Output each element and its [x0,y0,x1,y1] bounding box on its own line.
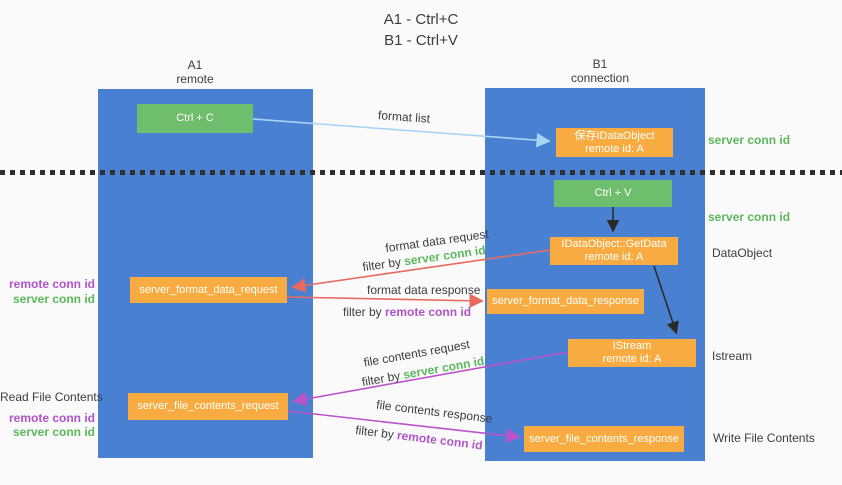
column-b-role: connection [570,71,630,85]
remote-conn-id-key: remote conn id [385,305,472,319]
node-file-response-label: server_file_contents_response [529,432,679,445]
node-format-response: server_format_data_response [487,289,644,314]
filter-by-text: filter by [360,368,405,390]
node-format-response-label: server_format_data_response [492,295,639,307]
column-a-name: A1 [187,58,203,72]
node-getdata-line1: IDataObject::GetData [561,238,667,250]
filter-by-text: filter by [354,422,398,442]
node-istream-line1: IStream [612,340,652,352]
node-file-response: server_file_contents_response [524,426,684,452]
node-ctrl-c-label: Ctrl + C [176,112,214,124]
node-getdata-line2: remote id: A [584,251,644,263]
filter-by-text: filter by [361,254,406,275]
node-ctrl-v: Ctrl + V [554,180,672,207]
column-a-role: remote [176,72,214,86]
node-save-dataobject-line2: remote id: A [585,142,644,155]
format-data-response-filter-label: filter by remote conn id [343,305,471,319]
dataobject-label: DataObject [712,246,773,260]
dashed-separator [0,170,842,175]
column-b-name: B1 [592,57,608,71]
write-file-contents-label: Write File Contents [713,431,815,445]
left-remote-conn-id-bottom-label: remote conn id [8,411,95,425]
node-getdata: IDataObject::GetData remote id: A [550,237,678,265]
file-contents-response-label: file contents response [375,397,494,426]
file-contents-response-filter-label: filter by remote conn id [354,422,484,452]
node-file-request: server_file_contents_request [128,393,288,420]
node-ctrl-v-label: Ctrl + V [594,187,632,199]
node-istream-line2: remote id: A [602,353,662,365]
node-ctrl-c: Ctrl + C [137,104,253,133]
read-file-contents-label: Read File Contents [0,390,103,404]
right-server-conn-id-mid-label: server conn id [708,210,791,224]
title-line-1: A1 - Ctrl+C [383,11,459,28]
left-server-conn-id-top-label: server conn id [12,292,95,306]
left-server-conn-id-bottom-label: server conn id [12,425,95,439]
filter-by-text: filter by [343,305,386,319]
node-format-request: server_format_data_request [130,277,287,303]
format-data-response-arrow [286,293,484,308]
node-save-dataobject-line1: 保存IDataObject [574,129,655,142]
left-remote-conn-id-top-label: remote conn id [8,277,95,291]
node-file-request-label: server_file_contents_request [137,400,279,412]
diagram-title: A1 - Ctrl+C B1 - Ctrl+V [0,9,842,51]
istream-label: Istream [712,349,753,363]
right-server-conn-id-top-label: server conn id [708,133,791,147]
column-b-header: B1 connection [550,57,650,85]
node-istream: IStream remote id: A [568,339,696,367]
title-line-2: B1 - Ctrl+V [384,32,458,49]
node-format-request-label: server_format_data_request [139,283,278,296]
format-data-response-label: format data response [367,283,481,297]
format-list-label: format list [377,108,431,126]
node-save-dataobject: 保存IDataObject remote id: A [556,128,673,157]
column-a-header: A1 remote [145,58,245,86]
remote-conn-id-key: remote conn id [396,428,484,453]
